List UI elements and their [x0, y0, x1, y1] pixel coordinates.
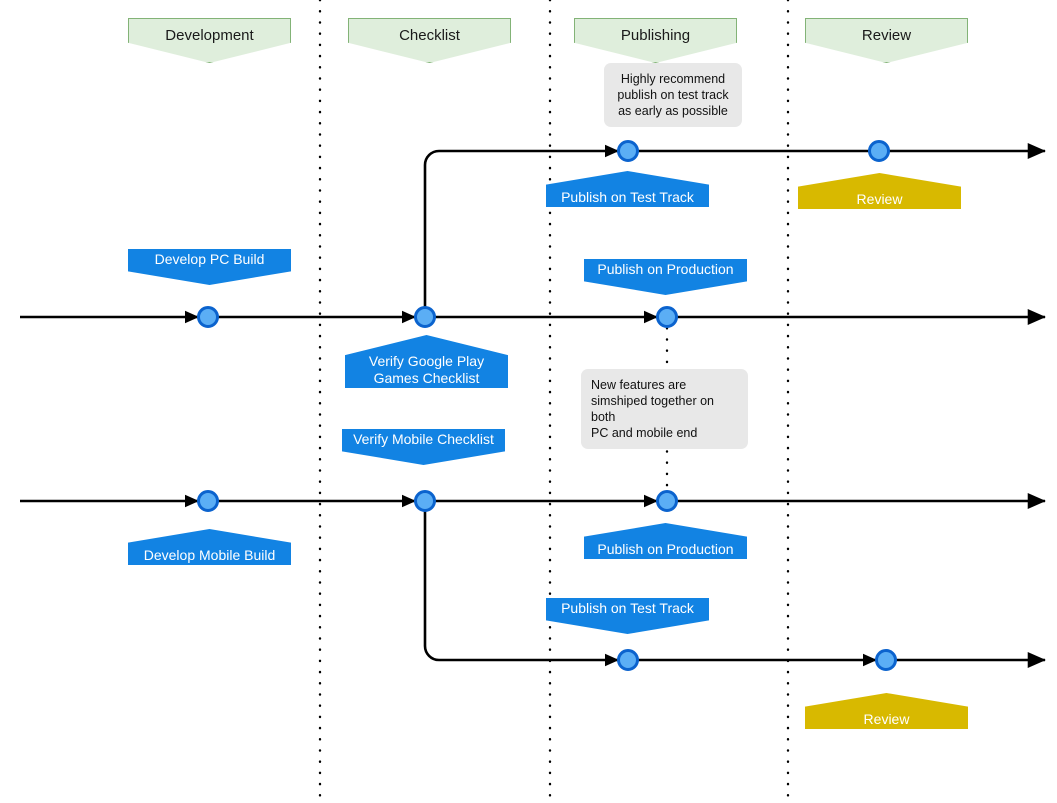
tag-label: Verify Google Play Games Checklist	[368, 352, 485, 386]
tag-label: Publish on Production	[597, 540, 734, 557]
lane-lines	[20, 142, 1046, 669]
milestone-nodes	[185, 140, 897, 671]
phase-header-label: Checklist	[399, 27, 460, 44]
tag-label: Publish on Production	[597, 260, 734, 277]
arrowhead-into-node-publish-on-production-pc	[644, 310, 658, 324]
branch-checklist-to-mobile-test-track	[423, 501, 440, 662]
arrowhead-into-node-develop-pc-build	[185, 310, 199, 324]
node-publish-on-production-pc[interactable]	[656, 306, 678, 328]
node-develop-pc-build[interactable]	[197, 306, 219, 328]
arrowhead-into-node-verify-google-play-checklist	[402, 310, 416, 324]
node-review-pc-test-track[interactable]	[868, 140, 890, 162]
arrowhead-into-node-publish-on-test-track-pc	[605, 144, 619, 158]
note-publish-test-track-early: Highly recommend publish on test track a…	[604, 63, 742, 127]
node-publish-on-production-mobile[interactable]	[656, 490, 678, 512]
tag-label: Develop Mobile Build	[143, 546, 276, 563]
arrowhead-into-node-review-mobile-test-track	[863, 653, 877, 667]
phase-header-review: Review	[805, 18, 968, 63]
arrowhead-into-node-publish-on-production-mobile	[644, 494, 658, 508]
tag-label: Review	[863, 710, 910, 727]
node-verify-mobile-checklist[interactable]	[414, 490, 436, 512]
phase-header-label: Development	[165, 27, 254, 44]
phase-dividers	[318, 0, 790, 803]
branch-connectors	[423, 149, 440, 662]
branch-checklist-to-pc-test-track	[423, 149, 440, 317]
arrowhead-into-node-publish-on-test-track-mobile	[605, 653, 619, 667]
tag-label: Publish on Test Track	[561, 188, 694, 205]
arrowhead-into-node-develop-mobile-build	[185, 494, 199, 508]
node-publish-on-test-track-mobile[interactable]	[617, 649, 639, 671]
note-simship-new-features: New features are simshiped together on b…	[581, 369, 748, 449]
arrowhead-into-node-verify-mobile-checklist	[402, 494, 416, 508]
phase-header-label: Publishing	[620, 27, 691, 44]
tag-label: Develop PC Build	[154, 250, 265, 267]
node-publish-on-test-track-pc[interactable]	[617, 140, 639, 162]
phase-header-label: Review	[861, 27, 912, 44]
node-develop-mobile-build[interactable]	[197, 490, 219, 512]
node-review-mobile-test-track[interactable]	[875, 649, 897, 671]
tag-label: Verify Mobile Checklist	[353, 430, 494, 447]
tag-label: Review	[856, 190, 903, 207]
node-verify-google-play-checklist[interactable]	[414, 306, 436, 328]
tag-label: Publish on Test Track	[561, 599, 694, 616]
tag-develop-pc-build[interactable]: Develop PC Build	[128, 249, 291, 285]
